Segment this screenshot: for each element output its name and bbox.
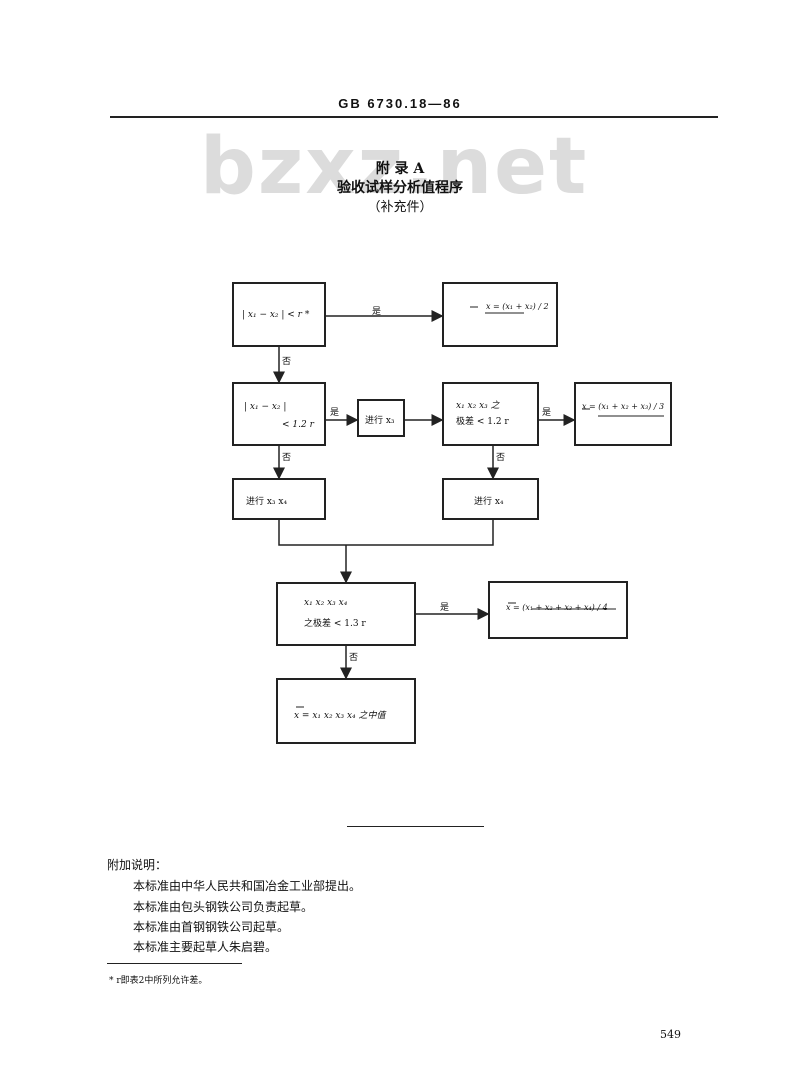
note-line: 本标准由首钢钢铁公司起草。 (133, 920, 290, 934)
box10-text: x = (x₁ + x₂ + x₃ + x₄) / 4 (506, 603, 608, 612)
box7-text: 进行 x₃ x₄ (246, 497, 288, 507)
appendix-name: 验收试样分析值程序 (337, 180, 463, 196)
box5-line2: 极差 < 1.2 r (456, 417, 509, 427)
box-run-x3: 进行 x₃ (357, 399, 405, 437)
box-run-x3-x4: 进行 x₃ x₄ (232, 478, 326, 520)
box-range-four: x₁ x₂ x₃ x₄ 之极差 < 1.3 r (276, 582, 416, 646)
notes-title: 附加说明： (107, 858, 168, 872)
box-mean-two: x = (x₁ + x₂) / 2 (442, 282, 558, 347)
box-difference-check-12r: | x₁ − x₂ | < 1.2 r (232, 382, 326, 446)
label-no-2: 否 (282, 453, 292, 463)
label-no-3: 否 (496, 453, 506, 463)
footnote: * r即表2中所列允许差。 (109, 976, 208, 986)
note-line: 本标准主要起草人朱启碧。 (133, 940, 278, 954)
box5-line1: x₁ x₂ x₃ 之 (456, 401, 500, 411)
appendix-note: （补充件） (367, 200, 433, 215)
box-run-x4: 进行 x₄ (442, 478, 539, 520)
box-mean-four: x = (x₁ + x₂ + x₃ + x₄) / 4 (488, 581, 628, 639)
box6-text: x = (x₁ + x₂ + x₃) / 3 (582, 402, 665, 411)
box9-line1: x₁ x₂ x₃ x₄ (304, 598, 348, 608)
box-range-three: x₁ x₂ x₃ 之 极差 < 1.2 r (442, 382, 539, 446)
box3-line1: | x₁ − x₂ | (244, 402, 287, 412)
appendix-title: 附 录 A (375, 161, 425, 177)
box-mean-three: x = (x₁ + x₂ + x₃) / 3 (574, 382, 672, 446)
page-number: 549 (660, 1028, 681, 1041)
box4-text: 进行 x₃ (365, 416, 395, 426)
label-yes-4: 是 (440, 603, 450, 613)
box8-text: 进行 x₄ (474, 497, 504, 507)
label-yes-1: 是 (372, 307, 382, 317)
box1-text: | x₁ − x₂ | < r * (242, 310, 310, 320)
watermark: bzxz.net (200, 122, 589, 212)
box2-text: x = (x₁ + x₂) / 2 (486, 302, 549, 311)
label-yes-2: 是 (330, 408, 340, 418)
merge-line (278, 520, 494, 546)
box11-text: x = x₁ x₂ x₃ x₄ 之中值 (294, 711, 386, 721)
footnote-rule (107, 963, 242, 964)
note-line: 本标准由包头钢铁公司负责起草。 (133, 900, 314, 914)
box-median: x = x₁ x₂ x₃ x₄ 之中值 (276, 678, 416, 744)
label-no-4: 否 (349, 653, 359, 663)
standard-code: GB 6730.18—86 (338, 96, 462, 111)
note-line: 本标准由中华人民共和国冶金工业部提出。 (133, 879, 362, 893)
box-difference-check: | x₁ − x₂ | < r * (232, 282, 326, 347)
header-rule (110, 116, 718, 118)
box3-line2: < 1.2 r (282, 420, 314, 430)
end-rule (347, 826, 484, 827)
label-no-1: 否 (282, 357, 292, 367)
label-yes-3: 是 (542, 408, 552, 418)
box9-line2: 之极差 < 1.3 r (304, 619, 366, 629)
